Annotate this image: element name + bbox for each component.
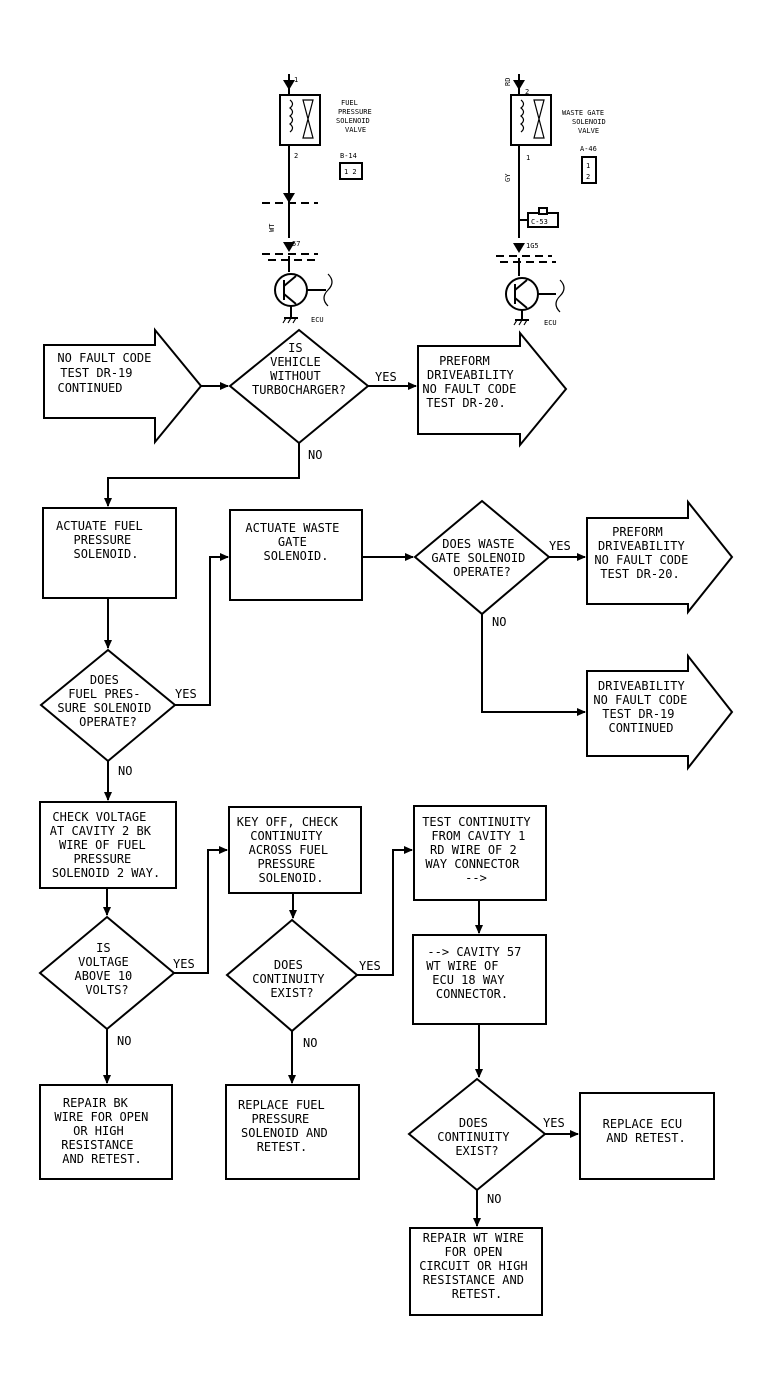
left-pin-top: 1: [294, 76, 298, 84]
continued-dr19-arrow: [586, 653, 734, 771]
right-component-line-3: VALVE: [578, 127, 599, 135]
actuate-fuel-pressure-text: ACTUATE FUEL PRESSURE SOLENOID.: [56, 519, 150, 561]
right-ecu-pin: 1G5: [526, 242, 539, 250]
perform-dr20-top-text: PREFORM DRIVEABILITY NO FAULT CODE TEST …: [422, 354, 523, 410]
coil-icon: [520, 99, 525, 133]
valve-icon: [302, 99, 314, 139]
perform-dr20-arrow-mid: [586, 499, 734, 615]
repair-bk-wire-box: [39, 1084, 173, 1180]
left-component-line-4: VALVE: [345, 126, 366, 134]
right-wire-top: RD: [504, 78, 512, 86]
waste-gate-solenoid-symbol: [510, 94, 552, 146]
yes-label: YES: [543, 1116, 565, 1130]
right-connector-pin-1: 1: [586, 162, 590, 170]
fuel-pressure-schematic: 1 FUEL PRESSURE SOLENOID VALVE 2 B-14 1 …: [262, 74, 372, 324]
yes-label: YES: [375, 370, 397, 384]
decision-voltage-text: IS VOLTAGE ABOVE 10 VOLTS?: [74, 941, 139, 997]
cavity57-text: --> CAVITY 57 WT WIRE OF ECU 18 WAY CONN…: [426, 945, 528, 1001]
key-off-check-box: [228, 806, 362, 894]
ecu-transistor-icon: [505, 277, 539, 311]
coil-icon: [289, 99, 294, 133]
no-label: NO: [308, 448, 322, 462]
left-connector-icon: [339, 162, 363, 180]
yes-label: YES: [549, 539, 571, 553]
replace-ecu-box: [579, 1092, 715, 1180]
waste-gate-schematic: RD 2 WASTE GATE SOLENOID VALVE 1 A-46 1 …: [496, 74, 606, 327]
start-continued-arrow: [43, 327, 203, 445]
no-label: NO: [492, 615, 506, 629]
decision-continuity-2-text: DOES CONTINUITY EXIST?: [437, 1116, 516, 1158]
left-component-line-3: SOLENOID: [336, 117, 370, 125]
right-component-line-2: SOLENOID: [572, 118, 606, 126]
decision-turbocharger-text: IS VEHICLE WITHOUT TURBOCHARGER?: [252, 341, 346, 397]
left-component-line-1: FUEL: [341, 99, 358, 107]
key-off-check-text: KEY OFF, CHECK CONTINUITY ACROSS FUEL PR…: [237, 815, 345, 885]
check-voltage-text: CHECK VOLTAGE AT CAVITY 2 BK WIRE OF FUE…: [50, 810, 160, 880]
right-pin-top: 2: [525, 88, 529, 96]
yes-label: YES: [359, 959, 381, 973]
right-component-line-1: WASTE GATE: [562, 109, 604, 117]
no-label: NO: [117, 1034, 131, 1048]
repair-bk-wire-text: REPAIR BK WIRE FOR OPEN OR HIGH RESISTAN…: [54, 1096, 155, 1166]
replace-fuel-solenoid-box: [225, 1084, 360, 1180]
continued-dr19-text: DRIVEABILITY NO FAULT CODE TEST DR-19 CO…: [593, 679, 694, 735]
perform-dr20-arrow-top: [417, 330, 568, 448]
replace-fuel-solenoid-text: REPLACE FUEL PRESSURE SOLENOID AND RETES…: [238, 1098, 335, 1154]
right-connector-icon: [581, 156, 597, 184]
right-pin-bottom: 1: [526, 154, 530, 162]
yes-label: YES: [175, 687, 197, 701]
check-voltage-box: [39, 801, 177, 889]
replace-ecu-text: REPLACE ECU AND RETEST.: [603, 1117, 690, 1145]
yes-label: YES: [173, 957, 195, 971]
no-label: NO: [303, 1036, 317, 1050]
decision-waste-gate-text: DOES WASTE GATE SOLENOID OPERATE?: [431, 537, 532, 579]
valve-icon: [533, 99, 545, 139]
right-mid-connector: C-53: [531, 218, 548, 226]
fuel-pressure-solenoid-symbol: [279, 94, 321, 146]
right-connector-pin-2: 2: [586, 173, 590, 181]
ecu-transistor-icon: [274, 273, 308, 307]
cavity57-box: [412, 934, 547, 1025]
left-wire-color: WT: [268, 223, 276, 232]
repair-wt-wire-box: [409, 1227, 543, 1316]
decision-fuel-pressure-text: DOES FUEL PRES- SURE SOLENOID OPERATE?: [57, 673, 158, 729]
left-connector-pins: 1 2: [344, 168, 357, 176]
actuate-waste-gate-text: ACTUATE WASTE GATE SOLENOID.: [245, 521, 346, 563]
right-wire-color: GY: [504, 173, 512, 182]
right-connector-id: A-46: [580, 145, 597, 153]
flow-connectors: [103, 382, 586, 1227]
no-label: NO: [487, 1192, 501, 1206]
left-ecu-pin: 57: [292, 240, 300, 248]
left-connector-id: B-14: [340, 152, 357, 160]
start-text: NO FAULT CODE TEST DR-19 CONTINUED: [57, 351, 158, 395]
repair-wt-wire-text: REPAIR WT WIRE FOR OPEN CIRCUIT OR HIGH …: [419, 1231, 535, 1301]
actuate-waste-gate-box: [229, 509, 363, 601]
actuate-fuel-pressure-box: [42, 507, 177, 599]
left-pin-bottom: 2: [294, 152, 298, 160]
branch-labels: YES NO YES NO YES NO YES NO YES NO YES N…: [117, 370, 571, 1206]
no-label: NO: [118, 764, 132, 778]
left-component-line-2: PRESSURE: [338, 108, 372, 116]
right-ecu-label: ECU: [544, 319, 557, 327]
perform-dr20-mid-text: PREFORM DRIVEABILITY NO FAULT CODE TEST …: [594, 525, 695, 581]
decision-continuity-1-text: DOES CONTINUITY EXIST?: [252, 958, 331, 1000]
test-continuity-text: TEST CONTINUITY FROM CAVITY 1 RD WIRE OF…: [422, 815, 538, 885]
left-ecu-label: ECU: [311, 316, 324, 324]
